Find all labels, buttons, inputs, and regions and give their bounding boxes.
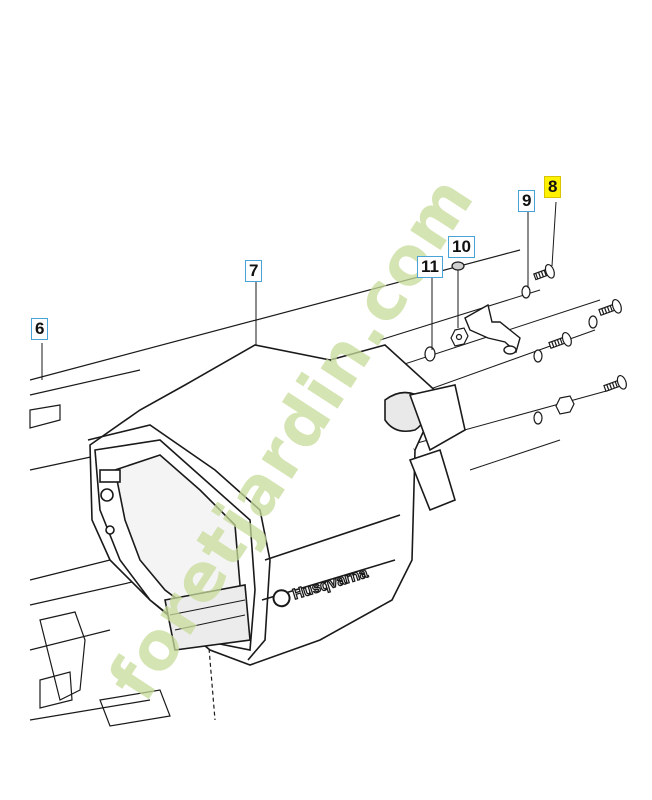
callout-10: 10 bbox=[448, 236, 475, 258]
callout-9: 9 bbox=[518, 190, 536, 212]
leader-lines bbox=[41, 201, 557, 380]
cover-housing bbox=[87, 344, 466, 666]
callout-8: 8 bbox=[544, 176, 562, 198]
washer-11 bbox=[424, 346, 436, 362]
screw-8 bbox=[533, 263, 555, 281]
bracket-part bbox=[464, 303, 521, 355]
callout-11: 11 bbox=[417, 256, 443, 278]
washer-9 bbox=[521, 285, 531, 299]
callout-7: 7 bbox=[245, 260, 263, 282]
callout-6: 6 bbox=[31, 318, 49, 340]
nut-10 bbox=[450, 261, 469, 347]
fasteners bbox=[424, 261, 627, 425]
